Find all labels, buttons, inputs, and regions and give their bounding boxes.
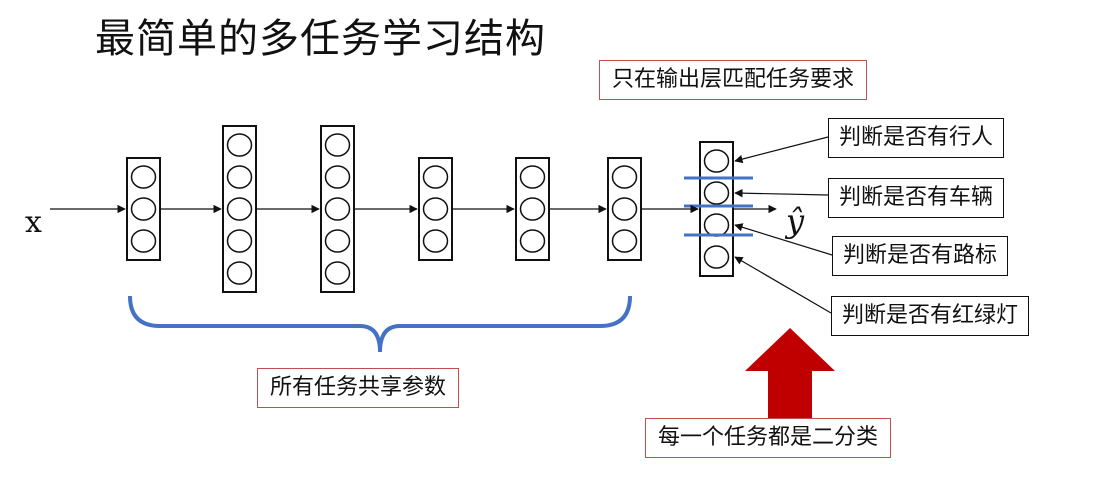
neuron (130, 165, 157, 189)
neuron (703, 149, 730, 173)
neuron (703, 245, 730, 269)
page-title: 最简单的多任务学习结构 (95, 16, 546, 62)
output-label: ŷ (784, 202, 805, 240)
neuron (324, 197, 351, 221)
neuron (422, 165, 449, 189)
task-pointer-1 (734, 136, 829, 164)
input-label: x (25, 205, 42, 240)
callout-binary-tasks: 每一个任务都是二分类 (645, 418, 892, 458)
neuron (226, 261, 253, 285)
shared-brace (128, 295, 632, 353)
big-red-arrow (745, 328, 835, 420)
neuron (324, 261, 351, 285)
callout-shared-params: 所有任务共享参数 (257, 368, 460, 408)
neuron (324, 229, 351, 253)
neuron (324, 165, 351, 189)
neuron (130, 197, 157, 221)
neuron (422, 197, 449, 221)
callout-output-match: 只在输出层匹配任务要求 (599, 60, 868, 100)
neuron (519, 229, 546, 253)
neuron (611, 229, 638, 253)
neuron (703, 213, 730, 237)
neuron (519, 197, 546, 221)
task-pointer-4 (734, 256, 832, 314)
task-box-vehicle: 判断是否有车辆 (828, 178, 1005, 218)
task-pointer-2 (734, 188, 829, 198)
neuron (611, 197, 638, 221)
task-pointer-3 (734, 223, 833, 256)
neuron (422, 229, 449, 253)
task-box-pedestrian: 判断是否有行人 (828, 118, 1005, 158)
task-box-traffic-light: 判断是否有红绿灯 (831, 296, 1030, 336)
neuron (130, 229, 157, 253)
neuron (519, 165, 546, 189)
neuron (226, 229, 253, 253)
neuron (226, 133, 253, 157)
neuron (324, 133, 351, 157)
neuron (703, 181, 730, 205)
neuron (226, 197, 253, 221)
neuron (611, 165, 638, 189)
task-box-sign: 判断是否有路标 (832, 236, 1009, 276)
neuron (226, 165, 253, 189)
